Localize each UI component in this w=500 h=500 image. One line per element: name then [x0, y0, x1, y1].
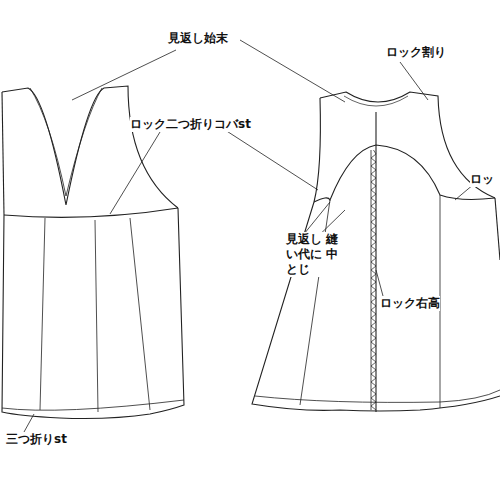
front-view: [2, 86, 184, 419]
callout-label: ロック二つ折りコバst: [130, 117, 251, 132]
leader-lines: [24, 40, 474, 432]
callout-label: 見返し 縫い代に 中とじ: [286, 232, 342, 277]
back-view: [252, 92, 500, 412]
overlock-stitch: [371, 150, 376, 410]
callout-label: ロッ: [470, 172, 494, 187]
callout-label: 見返し始末: [168, 31, 228, 46]
callout-label: ロック右高: [380, 296, 440, 311]
callout-label: ロック割り: [386, 45, 446, 60]
callout-label: 三つ折りst: [6, 432, 67, 447]
